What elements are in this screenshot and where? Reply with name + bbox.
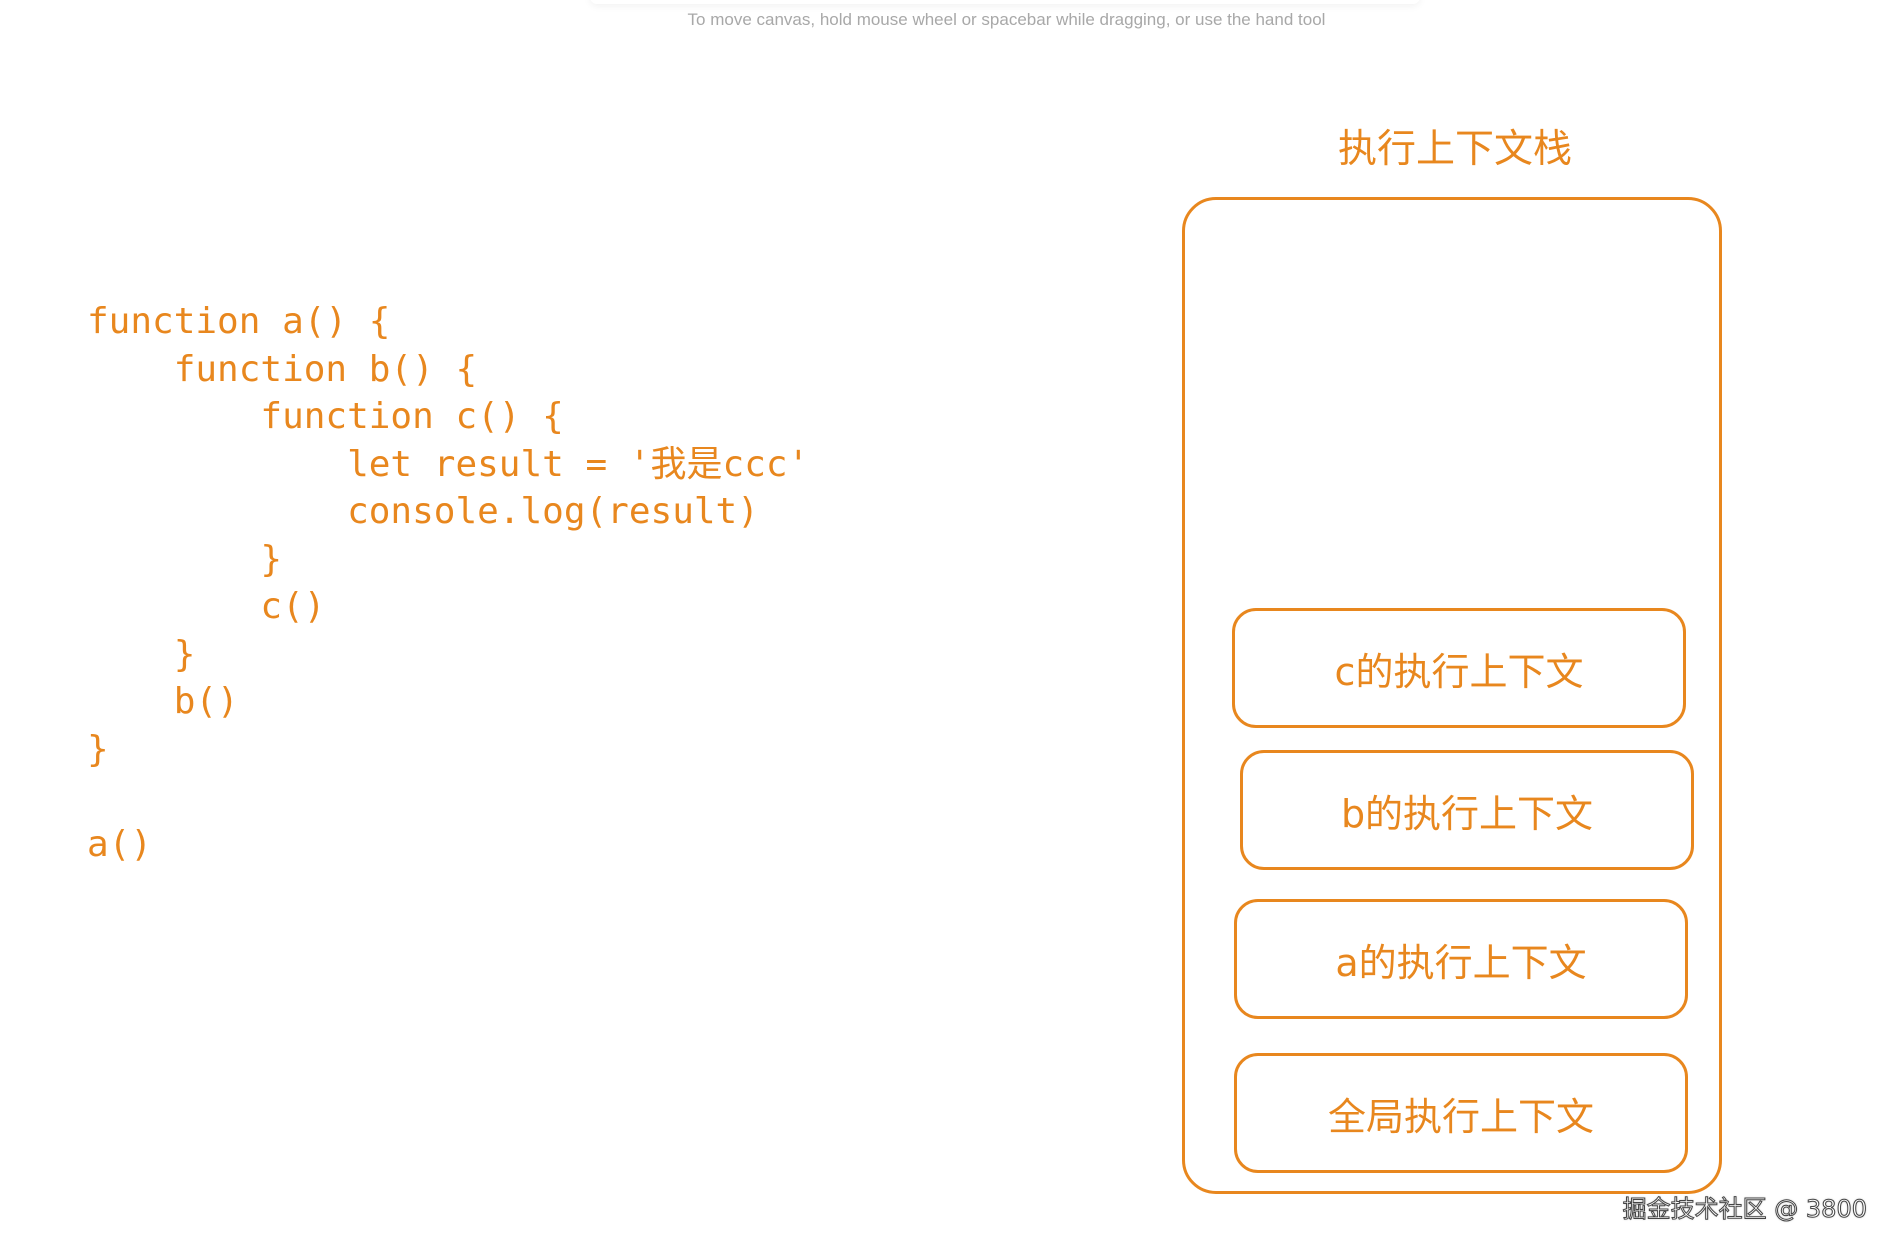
stack-frame-b[interactable]: b的执行上下文 xyxy=(1240,750,1694,870)
code-block: function a() { function b() { function c… xyxy=(87,298,809,868)
code-line: } xyxy=(87,633,196,675)
code-line: a() xyxy=(87,823,153,865)
code-line: function a() { xyxy=(87,301,391,342)
code-line: } xyxy=(87,538,283,580)
code-line: } xyxy=(87,728,109,770)
code-line: console.log(result) xyxy=(87,491,759,532)
code-line: function b() { xyxy=(87,348,478,390)
code-line xyxy=(87,773,809,821)
stack-frame-global[interactable]: 全局执行上下文 xyxy=(1234,1053,1688,1173)
code-line: c() xyxy=(87,586,326,627)
stack-frame-c[interactable]: c的执行上下文 xyxy=(1232,608,1686,728)
watermark: 掘金技术社区 @ 3800 xyxy=(1622,1195,1867,1224)
code-line: function c() { xyxy=(87,396,564,437)
execution-stack-container[interactable] xyxy=(1182,197,1722,1194)
stack-title: 执行上下文栈 xyxy=(1337,127,1572,172)
canvas-hint: To move canvas, hold mouse wheel or spac… xyxy=(687,10,1326,29)
toolbar-shadow xyxy=(590,0,1420,4)
code-line: let result = '我是ccc' xyxy=(87,443,810,485)
stack-frame-a[interactable]: a的执行上下文 xyxy=(1234,899,1688,1019)
code-line: b() xyxy=(87,681,239,722)
